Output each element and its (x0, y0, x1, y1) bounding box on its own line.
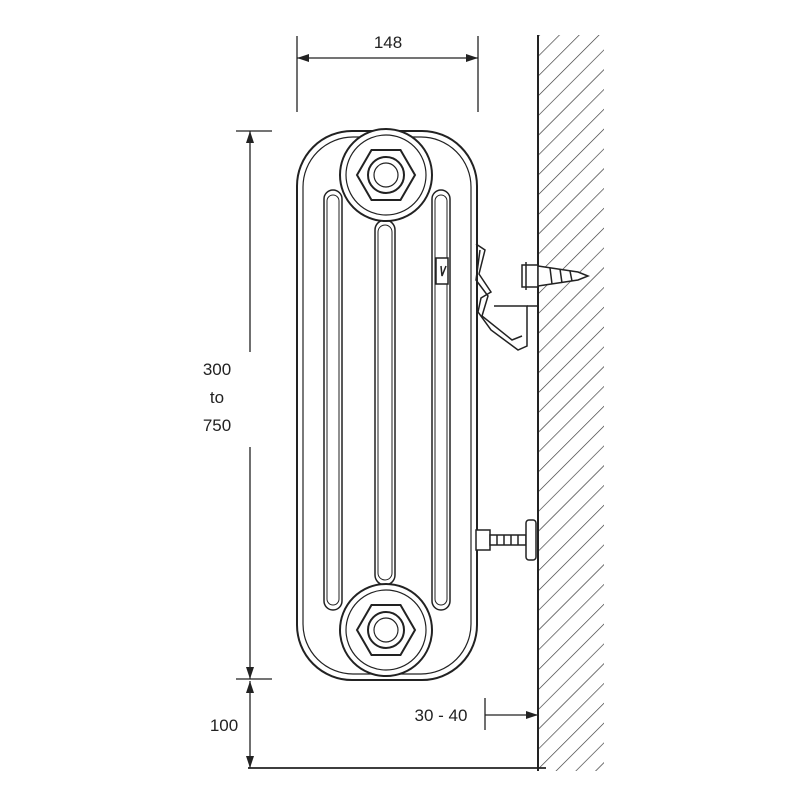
wall (537, 35, 604, 771)
width-dimension (296, 36, 479, 112)
wall-gap-label: 30 - 40 (415, 706, 468, 725)
height-dimension (236, 130, 272, 680)
height-label-to: to (210, 388, 224, 407)
wall-gap-dimension (484, 698, 538, 730)
height-label-min: 300 (203, 360, 231, 379)
bottom-connection-nut (339, 583, 433, 677)
top-connection-nut (339, 128, 433, 222)
radiator-columns (323, 189, 451, 611)
height-label-max: 750 (203, 416, 231, 435)
floor-clearance-dimension (246, 681, 254, 768)
top-wall-bracket (435, 243, 591, 351)
bottom-wall-stay (475, 519, 537, 561)
floor-clearance-label: 100 (210, 716, 238, 735)
width-label: 148 (374, 33, 402, 52)
